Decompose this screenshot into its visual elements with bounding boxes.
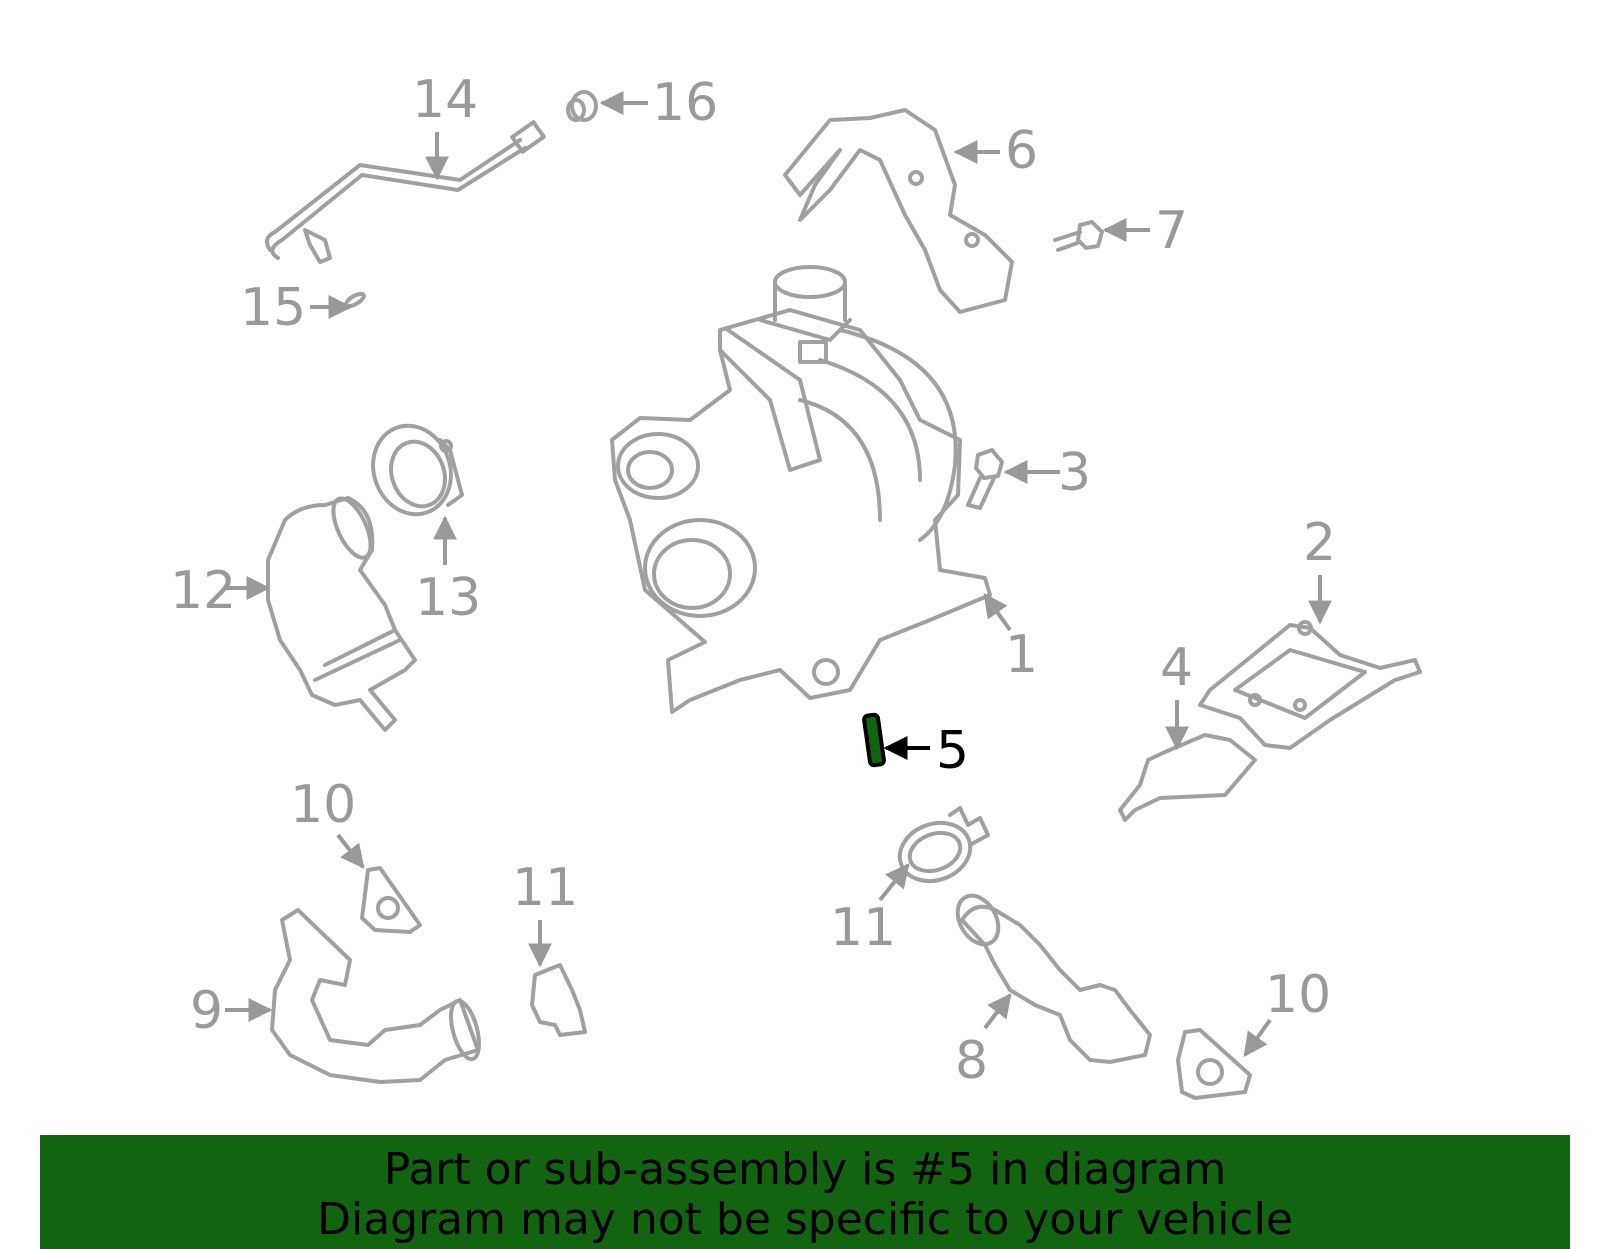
part-3-bolt [966,448,1004,510]
callout-10: 10 [290,775,356,835]
callout-8: 8 [955,1031,988,1091]
callout-1: 1 [1005,625,1038,685]
gasket-hole [1297,620,1313,636]
part-9-downpipe [270,908,480,1084]
downpipe-flange [449,998,481,1062]
part-10-gasket-left [360,866,422,934]
callout-3: 3 [1058,443,1091,503]
part-8-downpipe [960,904,1152,1064]
callout-9: 9 [190,981,223,1041]
downpipe-flange [955,893,1001,947]
part-4-heat-shield [1118,733,1257,822]
part-14-oil-line [264,120,546,264]
callout-6: 6 [1005,121,1038,181]
pipe-band [313,628,402,682]
info-banner: Part or sub-assembly is #5 in diagram Di… [40,1135,1570,1249]
part-16-plug [566,90,598,122]
part-7-bolt [1053,220,1104,252]
callout-13: 13 [415,568,481,628]
callout-16: 16 [652,73,718,133]
callout-arrows [225,91,1332,1057]
part-13-clamp [371,423,464,517]
gasket-inner [1233,648,1367,720]
callout-10: 10 [1265,965,1331,1025]
callout-14: 14 [412,70,478,130]
gasket-hole [1248,693,1262,707]
part-6-heat-shield [783,108,1014,314]
pipe-flange [331,496,373,560]
callout-2: 2 [1303,513,1336,573]
part-10-gasket-right [1176,1028,1252,1100]
part-2-gasket [1198,623,1422,750]
callout-7: 7 [1155,201,1188,261]
part-12-intake-pipe [266,496,417,732]
part-11-clamp-right [897,806,990,884]
part-5-tube [862,712,886,768]
banner-line-2: Diagram may not be specific to your vehi… [317,1194,1293,1245]
part-11-band-left [530,963,587,1037]
banner-line-1: Part or sub-assembly is #5 in diagram [383,1144,1227,1195]
shield-hole [908,170,924,186]
callout-12: 12 [170,561,236,621]
callout-11: 11 [830,898,896,958]
callout-5: 5 [936,721,969,781]
callout-15: 15 [240,278,306,338]
gasket-hole [1293,698,1307,712]
callout-11: 11 [512,858,578,918]
callout-4: 4 [1160,638,1193,698]
part-1-turbocharger [610,265,992,714]
shield-hole [964,232,980,248]
